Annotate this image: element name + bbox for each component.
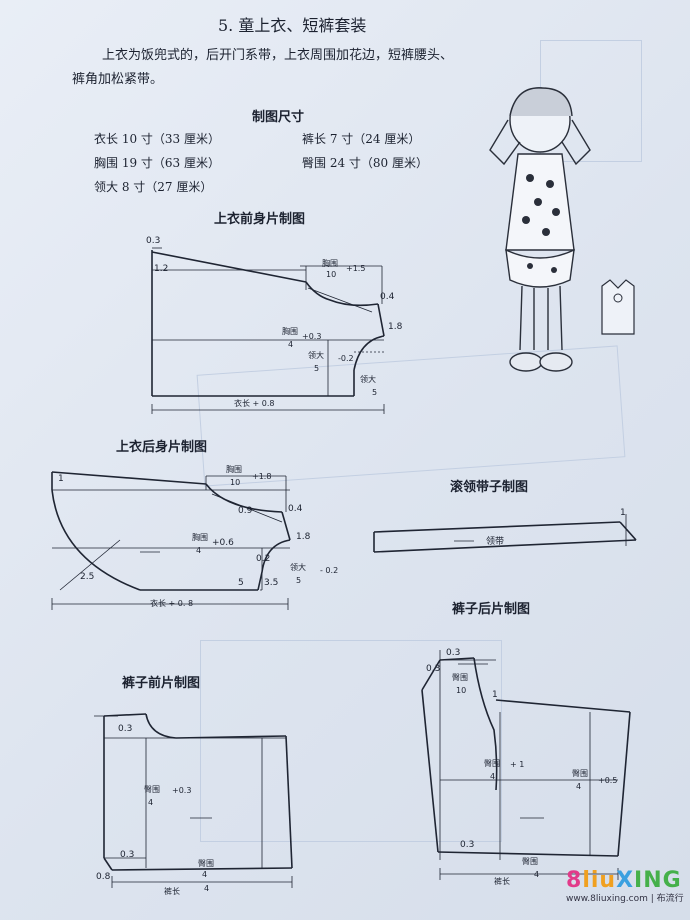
dimension-label: 衣长 + 0. 8 (150, 599, 194, 608)
dimension-label: 胸围 (226, 465, 242, 474)
dimension-label: 0.3 (118, 724, 133, 734)
dimension-label: 1 (58, 474, 64, 484)
dimension-label: +1.5 (346, 264, 366, 273)
dimension-label: 4 (576, 782, 582, 791)
measurement-item: 臀围 24 寸（80 厘米） (302, 156, 428, 170)
dimension-label: 臀围 (144, 785, 160, 794)
dimension-label: 0.9 (238, 506, 253, 516)
dimension-label: 4 (490, 772, 496, 781)
dimension-label: 臀围 (452, 673, 468, 682)
front-top-heading: 上衣前身片制图 (214, 212, 306, 227)
dimension-label: 4 (148, 798, 154, 807)
dimension-label: 5 (296, 576, 302, 585)
site-watermark: 8liuXING www.8liuxing.com | 布流行 (566, 868, 686, 914)
collar-band-label: 领带 (486, 537, 505, 547)
dimension-label: 4 (202, 870, 208, 879)
page-title: 5. 童上衣、短裤套装 (218, 16, 367, 35)
dimension-label: 领大 (360, 375, 376, 384)
pants-back-heading: 裤子后片制图 (452, 602, 531, 617)
dimension-label: +0.6 (212, 538, 234, 548)
dimension-label: 裤长 (164, 887, 180, 896)
dimension-label: 1 (620, 508, 626, 518)
dimension-label: 臀围 (522, 857, 538, 866)
dimension-label: 1.8 (388, 322, 403, 332)
dimension-label: 5 (238, 578, 244, 588)
dimension-label: 0.3 (460, 840, 475, 850)
dimension-label: 0.4 (288, 504, 303, 514)
measurement-item: 衣长 10 寸（33 厘米） (94, 132, 220, 146)
logo-part: 8 (566, 868, 583, 893)
dimension-label: 4 (288, 340, 294, 349)
measurement-item: 裤长 7 寸（24 厘米） (302, 132, 421, 146)
logo-part: ING (634, 868, 682, 893)
dimension-label: 0.4 (380, 292, 395, 302)
dimension-label: 0.3 (426, 664, 441, 674)
dimension-label: 领大 (290, 563, 306, 572)
dimension-label: 1.8 (296, 532, 311, 542)
dimension-label: 0.3 (446, 648, 461, 658)
intro-line: 上衣为饭兜式的，后开门系带，上衣周围加花边，短裤腰头、 (102, 48, 454, 63)
dimension-label: +0.3 (172, 786, 192, 795)
watermark-url: www.8liuxing.com | 布流行 (566, 894, 684, 904)
dimension-label: 4 (534, 870, 540, 879)
dimension-label: 4 (196, 546, 202, 555)
intro-line: 裤角加松紧带。 (72, 72, 164, 87)
dimension-label: 臀围 (572, 769, 588, 778)
dimension-label: 3.5 (264, 578, 279, 588)
child-illustration (489, 87, 591, 372)
dimension-label: +0.5 (598, 776, 618, 785)
dimension-label: 2.5 (80, 572, 95, 582)
dimension-label: 4 (204, 884, 210, 893)
dimension-label: 胸围 (282, 327, 298, 336)
garment-icon (601, 279, 635, 335)
dimension-label: 5 (314, 364, 320, 373)
logo-part: X (616, 868, 635, 893)
dimension-label: 0.8 (96, 872, 111, 882)
dimension-label: 衣长 + 0.8 (234, 399, 275, 408)
measurement-item: 领大 8 寸（27 厘米） (94, 180, 213, 194)
dimension-label: 领大 (308, 351, 324, 360)
back-top-heading: 上衣后身片制图 (116, 440, 208, 455)
logo-part: liu (582, 868, 617, 893)
measurements-heading: 制图尺寸 (252, 110, 305, 125)
dimension-label: 臀围 (198, 859, 214, 868)
dimension-label: 1.2 (154, 264, 169, 274)
bleed-through-outline (200, 640, 502, 842)
intro-text: 上衣为饭兜式的，后开门系带，上衣周围加花边，短裤腰头、 裤角加松紧带。 (72, 44, 453, 92)
watermark-logo: 8liuXING (566, 868, 686, 893)
dimension-label: 臀围 (484, 759, 500, 768)
dimension-label: - 0.2 (320, 566, 339, 575)
dimension-label: 0.2 (256, 554, 271, 564)
dimension-label: -0.2 (338, 354, 354, 363)
dimension-label: 10 (456, 686, 467, 695)
dimension-label: 10 (326, 270, 337, 279)
dimension-label: 1 (492, 690, 498, 700)
dimension-label: +0.3 (302, 332, 322, 341)
dimension-label: 0.3 (120, 850, 135, 860)
dimension-label: 0.3 (146, 236, 161, 246)
dimension-label: 裤长 (494, 877, 510, 886)
dimension-label: 10 (230, 478, 241, 487)
dimension-label: + 1 (510, 760, 525, 769)
measurement-item: 胸围 19 寸（63 厘米） (94, 156, 220, 170)
dimension-label: 5 (372, 388, 378, 397)
dimension-label: 胸围 (192, 533, 208, 542)
dimension-label: 胸围 (322, 259, 338, 268)
collar-band-heading: 滚领带子制图 (450, 480, 529, 495)
pants-front-heading: 裤子前片制图 (122, 676, 201, 691)
dimension-label: +1.8 (252, 472, 272, 481)
